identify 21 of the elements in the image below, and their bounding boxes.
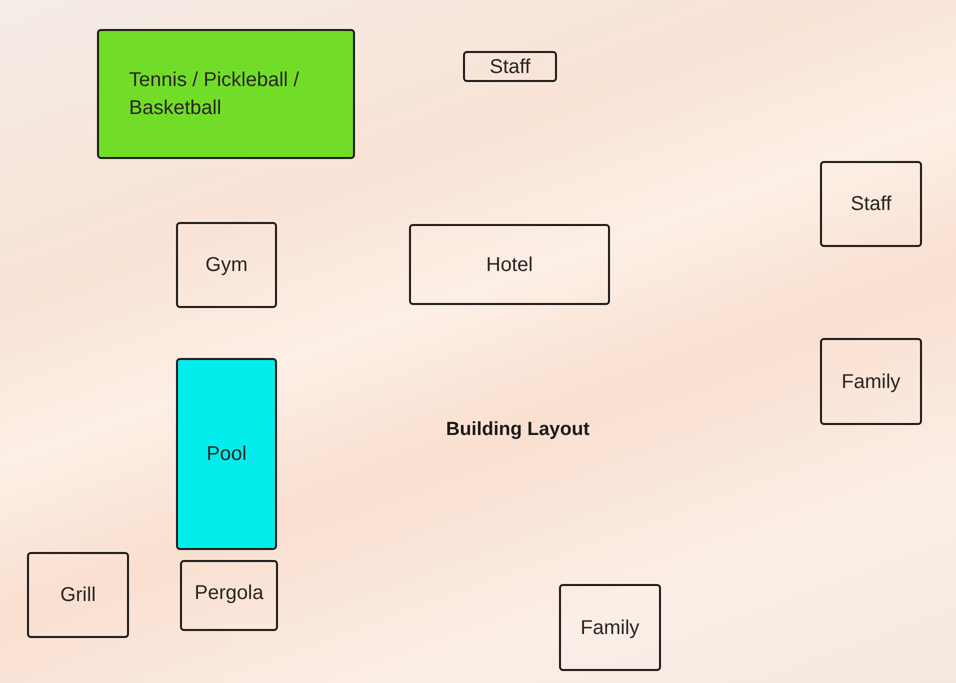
- building-label: Family: [580, 616, 640, 640]
- building-label: Tennis / Pickleball / Basketball: [129, 68, 300, 121]
- building-label: Gym: [205, 253, 248, 278]
- building-box: [559, 584, 661, 671]
- building-box: [820, 161, 922, 247]
- building-label: Family: [842, 370, 900, 394]
- building-label: Staff: [490, 54, 530, 80]
- building-box: [409, 224, 610, 305]
- building-box: [463, 51, 557, 82]
- building-label: Pool: [206, 442, 247, 467]
- building-label: Hotel: [486, 252, 533, 278]
- building-box: [180, 560, 278, 631]
- building-label: Staff: [850, 192, 892, 217]
- building-box: [176, 222, 277, 308]
- building-box: [97, 29, 355, 159]
- building-box: [820, 338, 922, 425]
- building-box: [27, 552, 129, 638]
- diagram-title: Building Layout: [446, 419, 590, 441]
- building-label: Pergola: [194, 580, 264, 606]
- building-label: Grill: [60, 583, 96, 608]
- building-box: [176, 358, 277, 550]
